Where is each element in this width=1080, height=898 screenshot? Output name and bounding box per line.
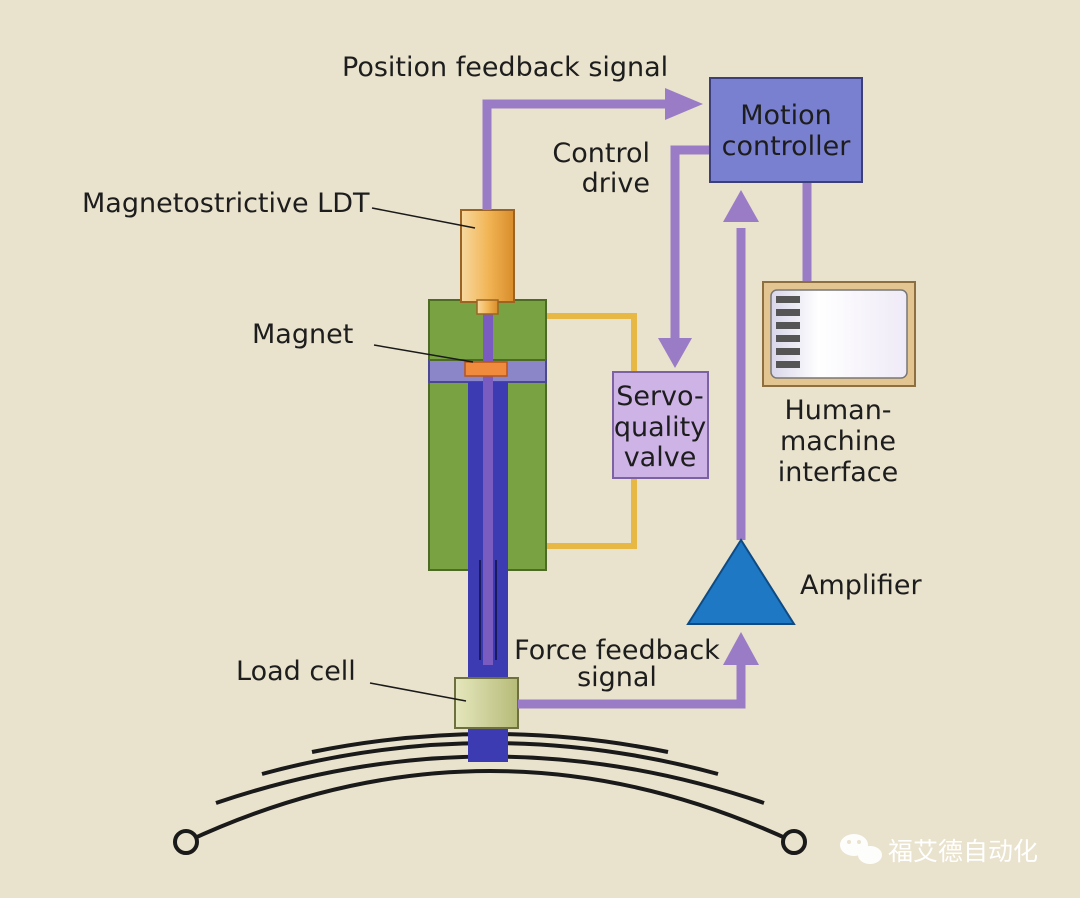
hmi-buttons xyxy=(776,296,800,368)
arrow-to-amplifier xyxy=(723,632,759,665)
hmi-label-2: machine xyxy=(780,426,896,457)
hmi-label-3: interface xyxy=(778,457,898,488)
leader-lines xyxy=(369,207,476,702)
motion-controller: Motion controller xyxy=(709,77,863,183)
spring-eye-left xyxy=(173,829,199,855)
ldt-label: Magnetostrictive LDT xyxy=(82,188,370,219)
human-machine-interface xyxy=(762,281,916,387)
arrow-to-valve xyxy=(658,338,692,368)
arrow-to-controller xyxy=(665,88,703,120)
force-feedback-path xyxy=(518,665,746,709)
magnetostrictive-ldt xyxy=(460,209,515,315)
hmi-label-1: Human- xyxy=(784,395,891,426)
load-cell xyxy=(454,677,519,729)
watermark-text: 福艾德自动化 xyxy=(888,837,1038,866)
drive-label: drive xyxy=(582,168,650,199)
amplifier-label: Amplifier xyxy=(800,570,923,601)
amplifier-triangle xyxy=(686,538,796,625)
signal-arrowheads xyxy=(658,88,759,665)
arrow-up-to-controller xyxy=(723,190,759,222)
controller-label-1: Motion xyxy=(740,100,832,131)
valve-label-3: valve xyxy=(624,442,697,473)
spring-eye-right xyxy=(781,829,807,855)
valve-label-1: Servo- xyxy=(616,381,704,412)
hydraulic-lines xyxy=(546,313,637,549)
control-label: Control xyxy=(552,138,650,169)
magnet xyxy=(464,361,508,377)
controller-label-2: controller xyxy=(722,131,852,162)
force-feedback-label-1: Force feedback xyxy=(514,635,720,666)
control-drive-path xyxy=(670,145,710,340)
force-feedback-label-2: signal xyxy=(577,662,657,693)
valve-label-2: quality xyxy=(614,412,706,443)
position-feedback-label: Position feedback signal xyxy=(342,52,668,83)
wechat-icon xyxy=(840,834,882,864)
magnet-label: Magnet xyxy=(252,319,353,350)
position-feedback-path xyxy=(482,99,672,210)
load-cell-label: Load cell xyxy=(236,656,356,687)
watermark: 福艾德自动化 xyxy=(840,834,1038,866)
servo-quality-valve: Servo- quality valve xyxy=(612,371,709,479)
signal-paths xyxy=(482,99,812,709)
